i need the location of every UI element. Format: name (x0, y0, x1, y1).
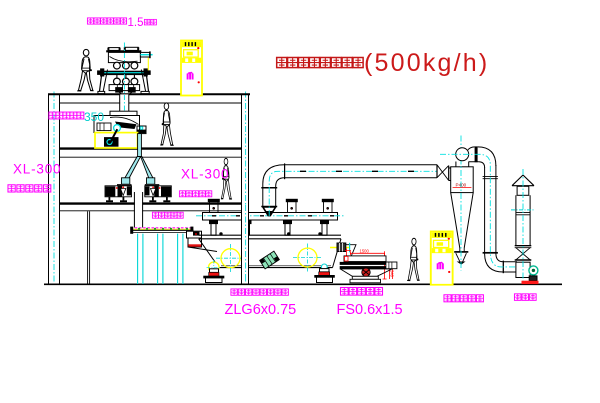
svg-text:350: 350 (84, 110, 104, 124)
svg-text:ZLG6x0.75: ZLG6x0.75 (225, 302, 297, 318)
svg-text:FS0.6x1.5: FS0.6x1.5 (337, 302, 403, 318)
svg-text:XL-300: XL-300 (181, 166, 229, 181)
svg-text:XL-300: XL-300 (13, 161, 61, 176)
svg-text:1.5: 1.5 (128, 17, 144, 29)
svg-text:1500: 1500 (360, 249, 370, 254)
svg-text:340: 340 (389, 270, 394, 278)
svg-text:(500kg/h): (500kg/h) (364, 49, 489, 77)
